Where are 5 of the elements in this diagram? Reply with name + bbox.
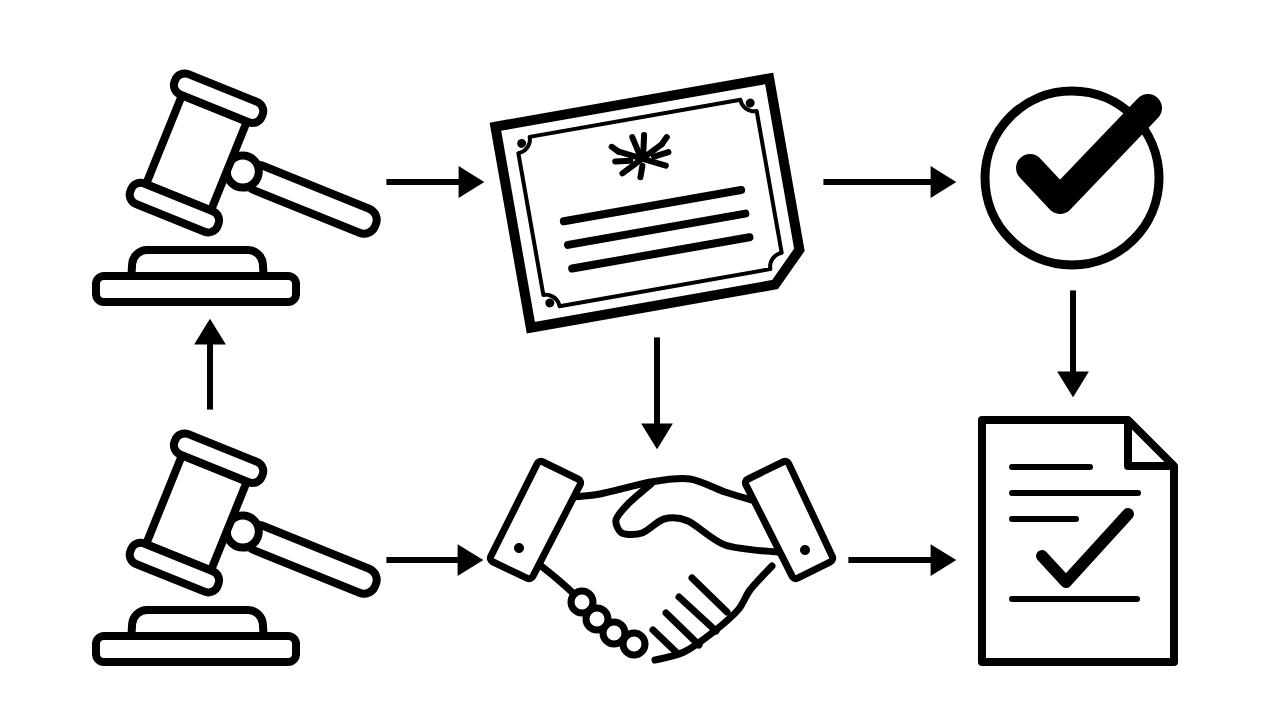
check-circle-icon [980,86,1164,270]
gavel-icon [92,429,381,666]
gavel-icon [92,69,381,306]
document-check-icon [978,416,1178,666]
handshake-icon [486,457,837,664]
